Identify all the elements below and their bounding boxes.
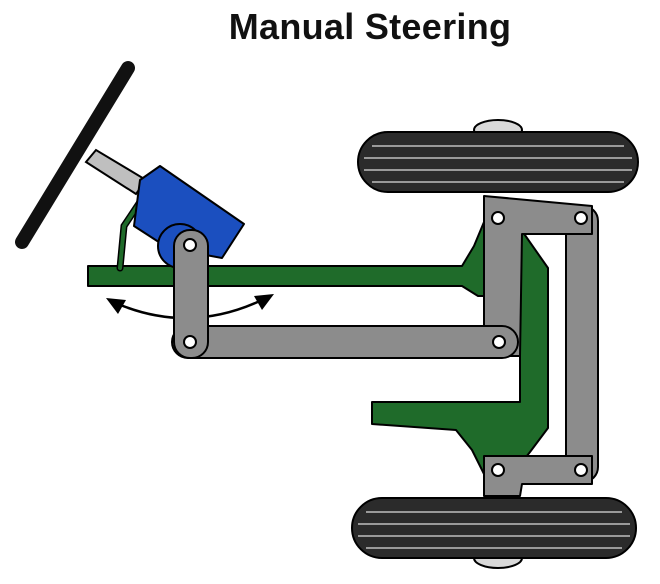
pivot-pin-lower-arm (491, 463, 505, 477)
wheel-upper (357, 131, 639, 193)
wheel-lower (351, 497, 637, 559)
steering-arm-right (565, 205, 599, 483)
pivot-pin-draglink-end (492, 335, 506, 349)
pivot-pins (183, 211, 588, 477)
diagram-title: Manual Steering (228, 6, 512, 47)
pivot-pin-upper-arm (491, 211, 505, 225)
steering-column (84, 148, 148, 196)
pivot-pin-right-top (574, 211, 588, 225)
steering-wheel (15, 61, 135, 249)
steering-arm-lower (483, 455, 593, 497)
pitman-arm (173, 229, 209, 359)
drag-link (171, 325, 519, 359)
pivot-pin-pitman-bottom (183, 335, 197, 349)
pivot-pin-pitman-top (183, 238, 197, 252)
pivot-pin-right-bottom (574, 463, 588, 477)
